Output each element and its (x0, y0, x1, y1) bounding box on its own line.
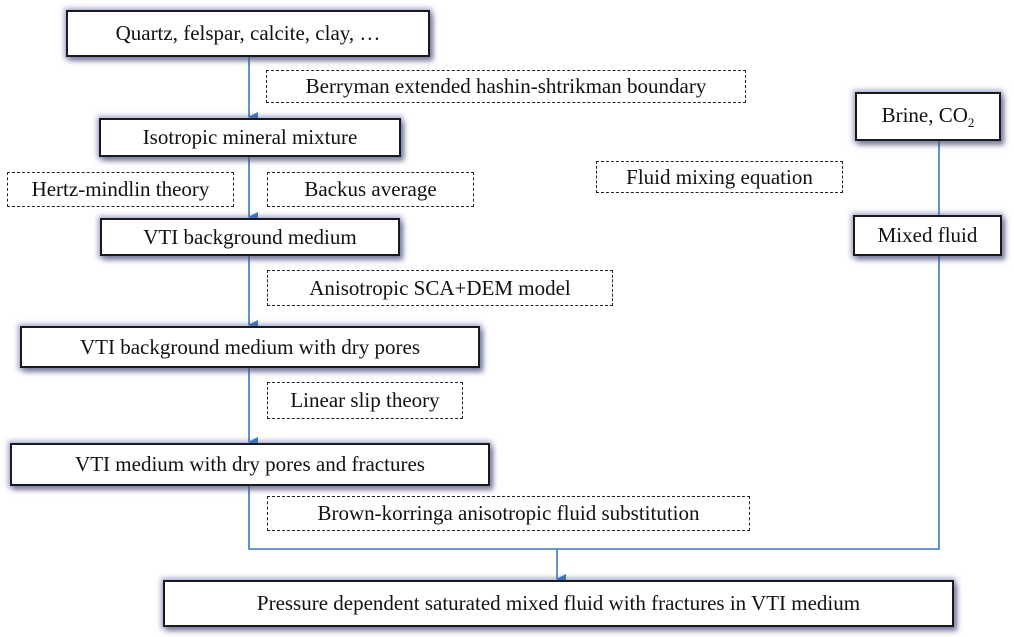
node-final-label: Pressure dependent saturated mixed fluid… (256, 591, 861, 615)
node-vti-dry-pores-label: VTI background medium with dry pores (79, 334, 420, 359)
method-backus: Backus average (267, 172, 474, 207)
node-minerals-label: Quartz, felspar, calcite, clay, … (115, 21, 381, 45)
node-isotropic-mixture-label: Isotropic mineral mixture (142, 125, 358, 149)
line-fractures-to-junction (248, 256, 940, 550)
node-vti-dry-pores: VTI background medium with dry pores (20, 326, 480, 368)
method-berryman-label: Berryman extended hashin-shtrikman bound… (305, 74, 707, 98)
method-hertz-mindlin-label: Hertz-mindlin theory (31, 177, 210, 201)
node-vti-background: VTI background medium (100, 218, 400, 256)
method-berryman: Berryman extended hashin-shtrikman bound… (266, 70, 746, 103)
method-hertz-mindlin: Hertz-mindlin theory (7, 172, 234, 207)
node-vti-fractures: VTI medium with dry pores and fractures (10, 443, 490, 486)
method-brown-korringa-label: Brown-korringa anisotropic fluid substit… (317, 501, 700, 525)
method-linear-slip: Linear slip theory (267, 382, 463, 419)
method-fluid-mixing-label: Fluid mixing equation (626, 164, 813, 189)
node-isotropic-mixture: Isotropic mineral mixture (99, 118, 401, 157)
method-brown-korringa: Brown-korringa anisotropic fluid substit… (267, 496, 750, 531)
method-linear-slip-label: Linear slip theory (290, 388, 440, 412)
node-final: Pressure dependent saturated mixed fluid… (163, 580, 954, 627)
node-minerals: Quartz, felspar, calcite, clay, … (66, 10, 430, 57)
node-vti-background-label: VTI background medium (143, 224, 357, 249)
method-sca-dem-label: Anisotropic SCA+DEM model (309, 275, 571, 300)
node-mixed-fluid-label: Mixed fluid (877, 223, 978, 247)
method-sca-dem: Anisotropic SCA+DEM model (267, 270, 613, 306)
fluids-subscript: 2 (967, 114, 975, 130)
method-backus-label: Backus average (304, 177, 437, 201)
fluids-text: Brine, CO (881, 102, 968, 127)
node-fluids: Brine, CO2 (855, 92, 1001, 141)
node-fluids-label: Brine, CO2 (882, 103, 975, 131)
method-fluid-mixing: Fluid mixing equation (596, 161, 843, 193)
node-mixed-fluid: Mixed fluid (853, 215, 1002, 256)
node-vti-fractures-label: VTI medium with dry pores and fractures (75, 452, 425, 476)
